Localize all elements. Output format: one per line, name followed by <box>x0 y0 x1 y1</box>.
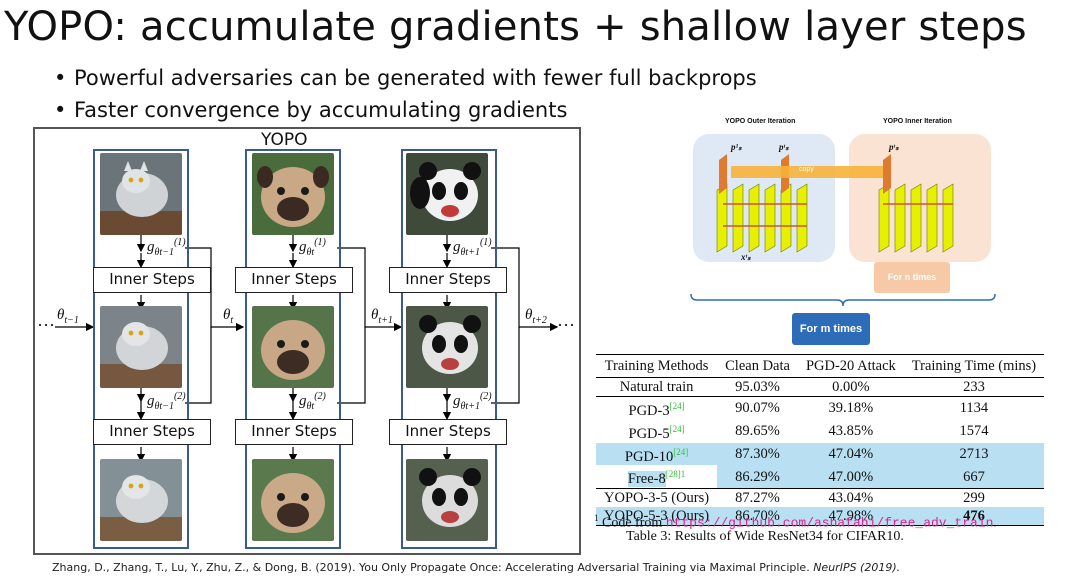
yopo-figure: YOPO gθt−1(1) Inner Steps gθt−1(2) Inner… <box>33 127 581 555</box>
table-row: PGD-3[24] 90.07% 39.18% 1134 <box>596 397 1044 420</box>
panda-image-perturbed <box>406 306 488 388</box>
panda-image <box>406 153 488 235</box>
bullet-list: Powerful adversaries can be generated wi… <box>54 62 757 126</box>
gradient-label: gθt(1) <box>299 237 326 258</box>
panda-column <box>401 149 497 549</box>
table-cell: 87.27% <box>735 490 780 507</box>
table-cell: 299 <box>963 490 985 507</box>
table-cell: 47.98% <box>797 507 904 526</box>
p1-label: p¹ₛ <box>731 142 742 152</box>
table-cell: 95.03% <box>735 379 780 395</box>
table-cell: 233 <box>963 379 985 395</box>
pt-inner-label: pᵗₛ <box>889 142 899 152</box>
pug-image-perturbed <box>252 306 334 388</box>
table-cell: 2713 <box>903 442 1045 466</box>
table-header: PGD-20 Attack <box>805 358 896 374</box>
table-cell: 87.30% <box>717 442 798 466</box>
theta-label: θt+1 <box>371 307 393 326</box>
inner-steps-box: Inner Steps <box>389 419 507 445</box>
table-row: PGD-10[24] 87.30% 47.04% 2713 <box>596 442 1045 466</box>
yopo-iteration-diagram: YOPO Outer Iteration YOPO Inner Iteratio… <box>687 108 1007 348</box>
theta-label: θt−1 <box>57 307 79 326</box>
citation-ref[interactable]: [24] <box>669 401 685 411</box>
cat-column <box>93 149 189 549</box>
table-cell: PGD-3[24] <box>628 401 685 419</box>
slide-title: YOPO: accumulate gradients + shallow lay… <box>4 4 1027 50</box>
table-cell: 90.07% <box>735 400 780 417</box>
citation: Zhang, D., Zhang, T., Lu, Y., Zhu, Z., &… <box>52 561 901 574</box>
x-label: xᵗₛ <box>741 252 751 262</box>
table-cell: 89.65% <box>735 423 780 440</box>
iteration-graphic <box>690 134 996 307</box>
yopo-label: YOPO <box>261 130 308 150</box>
results-table: Training Methods Clean Data PGD-20 Attac… <box>596 354 1045 526</box>
table-cell: 86.29% <box>717 465 798 489</box>
copy-label: copy <box>799 166 814 173</box>
table-cell: 1134 <box>959 400 989 417</box>
table-cell: 43.85% <box>828 423 874 440</box>
inner-steps-box: Inner Steps <box>235 419 353 445</box>
table-cell: 47.04% <box>797 442 904 466</box>
citation-ref[interactable]: [24] <box>669 423 685 434</box>
ellipsis-right: ··· <box>557 315 575 335</box>
theta-label: θt <box>223 307 234 326</box>
table-cell: YOPO-3-5 (Ours) <box>604 490 710 507</box>
github-link[interactable]: https://github.com/ashafahi/free_adv_tra… <box>665 515 994 531</box>
pt-label: pᵗₛ <box>779 142 789 152</box>
table-cell: Free-8[28]1 <box>627 469 686 488</box>
inner-steps-box: Inner Steps <box>93 419 211 445</box>
inner-steps-box: Inner Steps <box>93 267 211 293</box>
table-cell: 86.70% <box>717 507 798 526</box>
table-row: YOPO-3-5 (Ours) 87.27% 43.04% 299 <box>596 489 1044 508</box>
table-cell: 667 <box>903 465 1045 489</box>
bullet-item: Faster convergence by accumulating gradi… <box>54 94 757 126</box>
ellipsis-left: ··· <box>37 315 55 335</box>
gradient-label: gθt+1(2) <box>453 391 492 412</box>
inner-steps-box: Inner Steps <box>235 267 353 293</box>
inner-steps-box: Inner Steps <box>389 267 507 293</box>
for-n-times-box: For n times <box>874 262 950 293</box>
table-header: Training Time (mins) <box>911 358 1037 374</box>
for-m-times-box: For m times <box>792 313 870 345</box>
table-row: Natural train 95.03% 0.00% 233 <box>596 378 1045 397</box>
table-cell: 39.18% <box>828 400 874 417</box>
table-cell: PGD-5[24] <box>628 423 685 442</box>
citation-ref[interactable]: [24] <box>673 446 689 457</box>
table-row: Free-8[28]1 86.29% 47.00% 667 <box>596 465 1045 489</box>
table-row: PGD-5[24] 89.65% 43.85% 1574 <box>596 420 1044 443</box>
citation-ref[interactable]: [28]1 <box>665 469 686 480</box>
table-header: Training Methods <box>604 358 709 374</box>
table-cell: 43.04% <box>828 490 874 507</box>
outer-iteration-title: YOPO Outer Iteration <box>725 118 796 125</box>
gradient-label: gθt−1(1) <box>147 237 186 258</box>
table-caption: Table 3: Results of Wide ResNet34 for CI… <box>626 529 904 544</box>
inner-iteration-title: YOPO Inner Iteration <box>883 118 952 125</box>
theta-label: θt+2 <box>525 307 547 326</box>
table-cell: Natural train <box>619 379 694 395</box>
gradient-label: gθt+1(1) <box>453 237 492 258</box>
table-header-row: Training Methods Clean Data PGD-20 Attac… <box>596 354 1045 378</box>
cat-image-final <box>100 459 182 541</box>
pug-image-final <box>252 459 334 541</box>
table-cell: 1574 <box>959 423 989 440</box>
pug-column <box>245 149 341 549</box>
pug-image <box>252 153 334 235</box>
table-row: YOPO-5-3 (Ours) 86.70% 47.98% 476 <box>596 507 1045 526</box>
cat-image-perturbed <box>100 306 182 388</box>
table-cell: 47.00% <box>797 465 904 489</box>
table-cell: PGD-10[24] <box>596 442 718 466</box>
cat-image <box>100 153 182 235</box>
table-cell: 0.00% <box>832 379 870 395</box>
gradient-label: gθt−1(2) <box>147 391 186 412</box>
table-cell: YOPO-5-3 (Ours) <box>596 507 718 526</box>
table-header: Clean Data <box>725 358 790 374</box>
bullet-item: Powerful adversaries can be generated wi… <box>54 62 757 94</box>
table-cell: 476 <box>903 507 1045 526</box>
gradient-label: gθt(2) <box>299 391 326 412</box>
yopo-figure-arrows <box>55 235 559 463</box>
table-footnote: 1 Code from https://github.com/ashafahi/… <box>594 513 997 531</box>
panda-image-final <box>406 459 488 541</box>
